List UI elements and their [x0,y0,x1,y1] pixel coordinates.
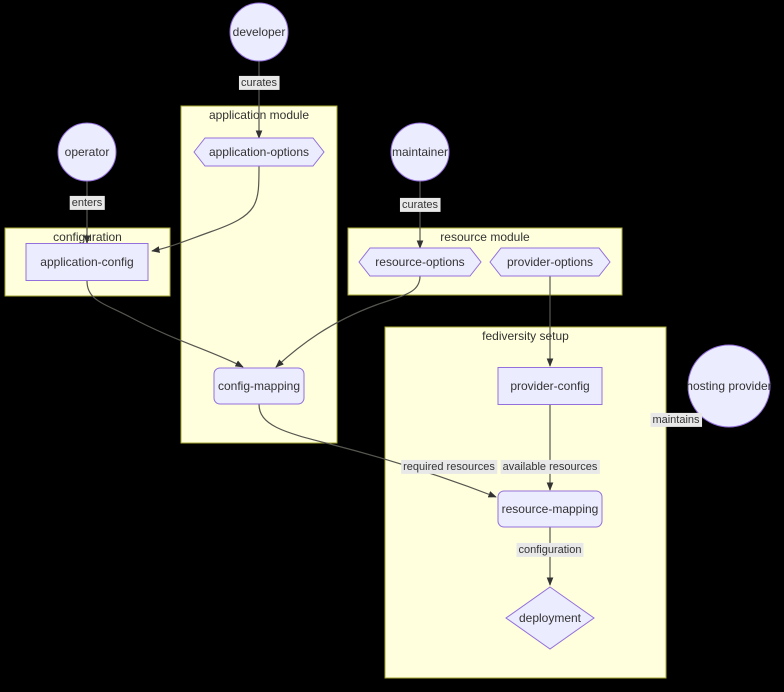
edge-label-text: curates [241,77,278,89]
edge-label-text: enters [72,197,103,209]
node-developer[interactable]: developer [229,2,289,62]
edges-layer [83,61,701,586]
node-config-mapping[interactable]: config-mapping [213,367,305,405]
node-shape-rect-round [213,367,305,405]
edge-label-maintainer-curates-resource-module: curates [399,197,441,212]
edge-label-provider-config-available-resources: available resources [500,459,600,474]
node-shape-rect-round [497,490,603,528]
node-shape-circle [57,122,117,182]
edge-label-bg [399,197,441,212]
edge-label-text: configuration [519,544,582,556]
node-shape-diamond [505,586,595,650]
nodes-layer: developer operator maintainer hosting provi… [25,2,772,650]
edge-application-config-to-config-mapping [86,280,244,368]
edge-labels-layer: curates enters curates required resources av… [69,75,703,557]
node-application-config[interactable]: application-config [25,243,149,281]
node-label: resource-mapping [502,502,599,516]
cluster-label: fediversity setup [482,329,569,343]
node-label: provider-options [507,255,593,269]
node-shape-rect [497,367,603,405]
node-label: resource-options [375,255,464,269]
node-resource-mapping[interactable]: resource-mapping [497,490,603,528]
node-label: provider-config [510,379,589,393]
edge-label-bg [69,195,105,210]
edge-label-text: available resources [503,461,598,473]
node-resource-options[interactable]: resource-options [358,247,482,277]
node-provider-options[interactable]: provider-options [489,247,611,277]
node-label: deployment [519,611,582,625]
node-label: developer [233,25,286,39]
edge-label-bg [238,75,280,90]
edge-label-config-mapping-required-resources: required resources [401,459,498,474]
node-label: hosting provider [686,379,771,393]
node-shape-rect [25,243,149,281]
node-operator[interactable]: operator [57,122,117,182]
node-label: application-options [209,145,309,159]
node-shape-hexagon [358,247,482,277]
edge-label-text: required resources [403,461,495,473]
node-application-options[interactable]: application-options [193,137,325,167]
edge-label-text: maintains [652,414,700,426]
edge-resource-options-to-config-mapping [275,275,421,368]
edge-label-bg [650,412,703,427]
node-label: application-config [40,255,133,269]
node-maintainer[interactable]: maintainer [390,122,450,182]
node-shape-hexagon [193,137,325,167]
edge-label-bg [516,542,584,557]
node-label: operator [65,145,110,159]
node-hosting-provider[interactable]: hosting provider [686,344,772,428]
edge-application-options-to-application-config [151,165,260,253]
cluster-label: resource module [440,230,530,244]
edge-label-developer-curates-application-options: curates [238,75,280,90]
node-shape-hexagon [489,247,611,277]
node-label: config-mapping [218,379,300,393]
edge-label-bg [401,459,498,474]
edge-config-mapping-required-resources [258,403,497,498]
node-deployment[interactable]: deployment [505,586,595,650]
node-provider-config[interactable]: provider-config [497,367,603,405]
node-shape-circle [687,344,771,428]
node-shape-circle [390,122,450,182]
node-label: maintainer [392,145,448,159]
node-shape-circle [229,2,289,62]
edge-label-resource-mapping-configuration-deployment: configuration [516,542,584,557]
edge-label-bg [500,459,600,474]
edge-label-operator-enters-application-config: enters [69,195,105,210]
edge-label-text: curates [402,199,439,211]
edge-label-hosting-provider-maintains: maintains [650,412,703,427]
